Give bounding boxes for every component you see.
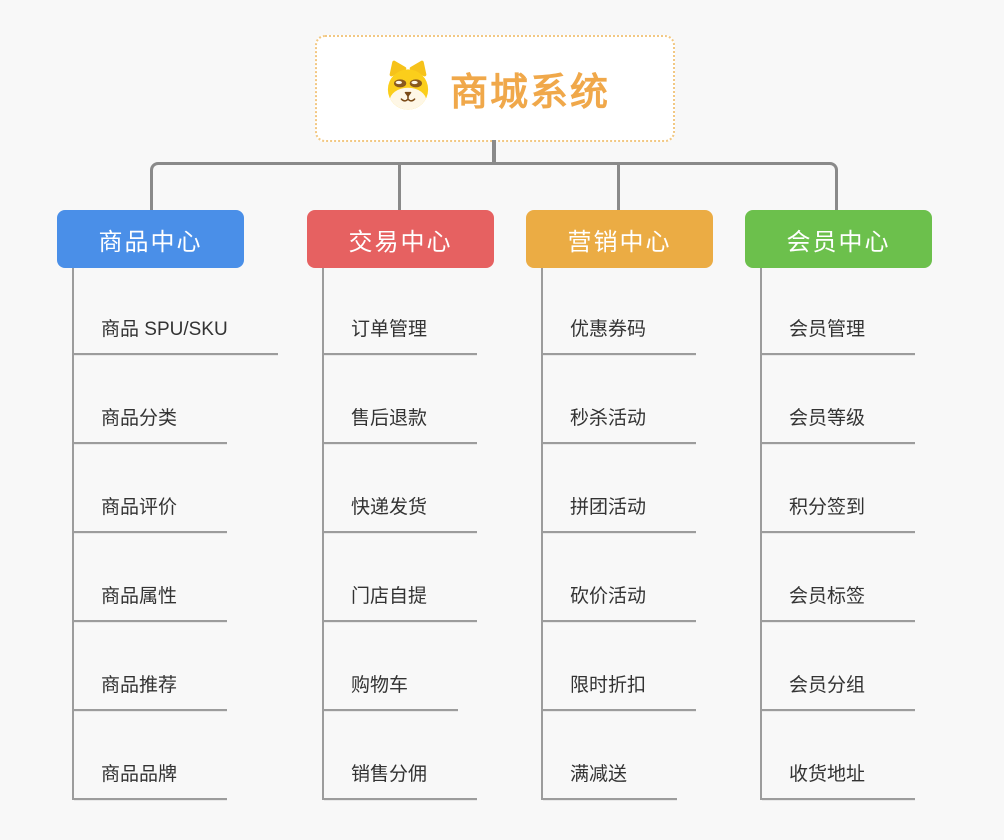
branch-list-member-center: 会员管理 会员等级 积分签到 会员标签 会员分组 收货地址	[760, 268, 916, 800]
leaf-node[interactable]: 收货地址	[762, 761, 916, 800]
branch-node-product-center[interactable]: 商品中心	[57, 210, 244, 268]
branch-list-marketing-center: 优惠券码 秒杀活动 拼团活动 砍价活动 限时折扣 满减送	[541, 268, 697, 800]
leaf-node[interactable]: 销售分佣	[324, 761, 478, 800]
connector-root-stub	[492, 140, 496, 164]
leaf-node[interactable]: 商品推荐	[74, 672, 228, 711]
leaf-node[interactable]: 商品 SPU/SKU	[74, 316, 278, 355]
leaf-node[interactable]: 会员等级	[762, 405, 916, 444]
connector-stub-branch-3	[617, 163, 620, 210]
leaf-node[interactable]: 满减送	[543, 761, 678, 800]
leaf-node[interactable]: 订单管理	[324, 316, 478, 355]
leaf-node[interactable]: 拼团活动	[543, 494, 697, 533]
connector-bracket	[150, 162, 838, 210]
leaf-node[interactable]: 砍价活动	[543, 583, 697, 622]
leaf-node[interactable]: 门店自提	[324, 583, 478, 622]
leaf-node[interactable]: 商品分类	[74, 405, 228, 444]
root-node-mall-system[interactable]: 商城系统	[315, 35, 675, 142]
leaf-node[interactable]: 积分签到	[762, 494, 916, 533]
leaf-node[interactable]: 优惠券码	[543, 316, 697, 355]
leaf-node[interactable]: 购物车	[324, 672, 459, 711]
root-node-title: 商城系统	[449, 72, 610, 114]
branch-node-member-center[interactable]: 会员中心	[745, 210, 932, 268]
leaf-node[interactable]: 限时折扣	[543, 672, 697, 711]
leaf-node[interactable]: 会员管理	[762, 316, 916, 355]
leaf-node[interactable]: 商品品牌	[74, 761, 228, 800]
leaf-node[interactable]: 商品评价	[74, 494, 228, 533]
branch-list-product-center: 商品 SPU/SKU 商品分类 商品评价 商品属性 商品推荐 商品品牌	[72, 268, 278, 800]
leaf-node[interactable]: 秒杀活动	[543, 405, 697, 444]
leaf-node[interactable]: 会员标签	[762, 583, 916, 622]
branch-list-trade-center: 订单管理 售后退款 快递发货 门店自提 购物车 销售分佣	[322, 268, 478, 800]
branch-node-marketing-center[interactable]: 营销中心	[526, 210, 713, 268]
leaf-node[interactable]: 快递发货	[324, 494, 478, 533]
branch-node-trade-center[interactable]: 交易中心	[307, 210, 494, 268]
leaf-node[interactable]: 售后退款	[324, 405, 478, 444]
leaf-node[interactable]: 商品属性	[74, 583, 228, 622]
dog-face-icon	[380, 60, 436, 117]
connector-stub-branch-2	[398, 163, 401, 210]
leaf-node[interactable]: 会员分组	[762, 672, 916, 711]
